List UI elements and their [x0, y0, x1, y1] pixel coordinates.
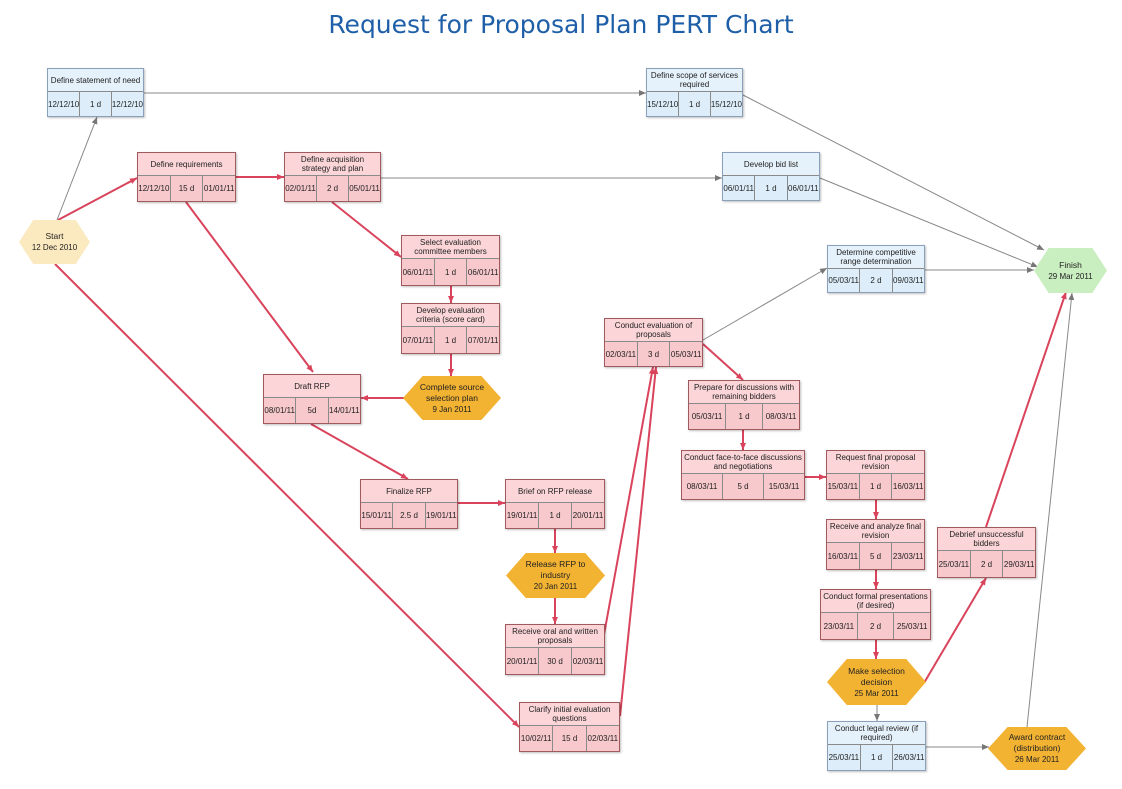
task-analyze-revision: Receive and analyze final revision 16/03… [826, 519, 925, 570]
task-legal-review: Conduct legal review (if required) 25/03… [827, 721, 926, 771]
task-select-committee: Select evaluation committee members 06/0… [401, 235, 500, 286]
edge-draft-finalize [310, 423, 409, 480]
task-evaluation-criteria: Develop evaluation criteria (score card)… [401, 303, 500, 354]
chart-title: Request for Proposal Plan PERT Chart [328, 10, 794, 39]
milestone-finish: Finish 29 Mar 2011 [1034, 248, 1107, 293]
task-prepare-discussions: Prepare for discussions with remaining b… [688, 380, 800, 430]
task-clarify-questions: Clarify initial evaluation questions 10/… [519, 702, 620, 752]
task-final-revision: Request final proposal revision 15/03/11… [826, 450, 925, 500]
edge-debrief-finish [985, 291, 1067, 528]
task-receive-proposals: Receive oral and written proposals 20/01… [505, 624, 605, 675]
edge-strategy-committee [331, 201, 402, 258]
milestone-selection-plan: Complete source selection plan 9 Jan 201… [403, 376, 501, 420]
milestone-selection-decision: Make selection decision 25 Mar 2011 [827, 659, 926, 705]
task-competitive-range: Determine competitive range determinatio… [827, 245, 925, 293]
milestone-award-contract: Award contract (distribution) 26 Mar 201… [988, 727, 1086, 770]
edge-start-need [56, 116, 98, 221]
task-acquisition-strategy: Define acquisition strategy and plan 02/… [284, 152, 381, 202]
edge-start-clarify [54, 263, 520, 728]
edge-start-requirements [57, 177, 138, 221]
task-conduct-evaluation: Conduct evaluation of proposals 02/03/11… [604, 318, 703, 367]
edge-clarify-evaluation [619, 366, 659, 717]
task-face-to-face: Conduct face-to-face discussions and neg… [681, 450, 805, 500]
edge-bid-finish [819, 177, 1039, 268]
edge-receive-evaluation [602, 366, 655, 641]
edge-requirements-draft [185, 201, 314, 373]
milestone-start: Start 12 Dec 2010 [19, 220, 90, 264]
edge-decision-debrief [923, 577, 987, 684]
edge-award-finish [1026, 292, 1075, 728]
milestone-release-rfp: Release RFP to industry 20 Jan 2011 [506, 553, 605, 598]
task-formal-presentations: Conduct formal presentations (if desired… [820, 589, 931, 640]
edge-scope-finish [742, 94, 1045, 251]
task-scope-of-services: Define scope of services required 15/12/… [646, 68, 743, 117]
edge-evaluation-prepare [702, 343, 744, 381]
edge-evaluation-competitive [702, 267, 828, 341]
